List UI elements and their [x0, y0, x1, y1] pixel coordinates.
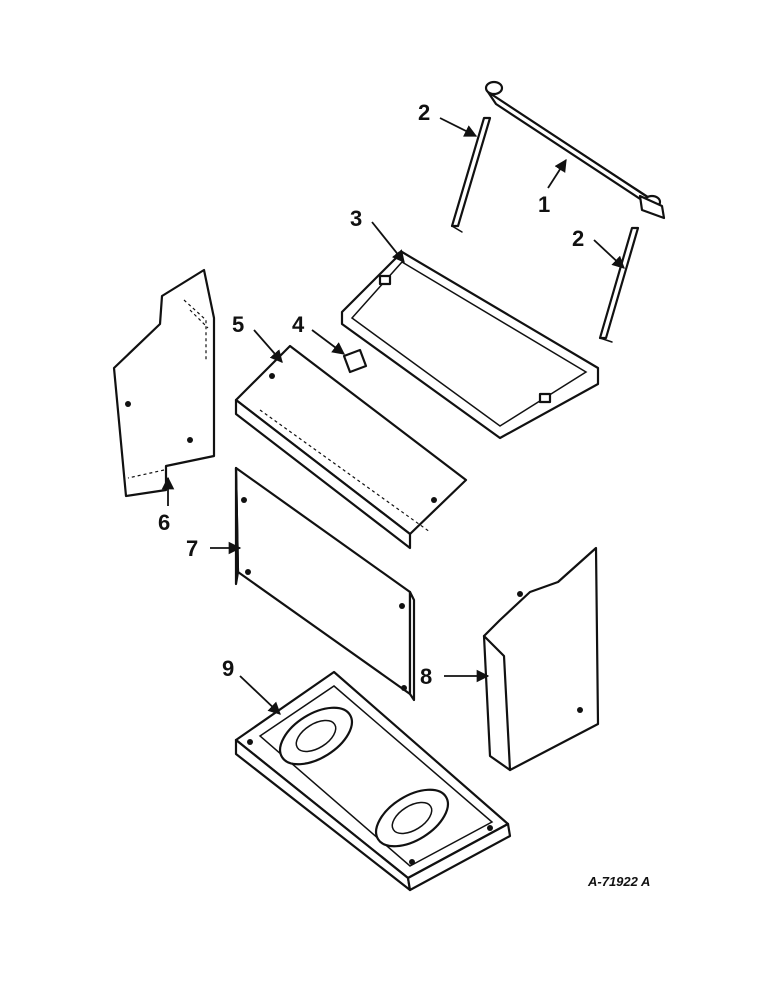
callout-3: 3	[350, 206, 362, 231]
callout-9: 9	[222, 656, 234, 681]
part-8-right-side-panel	[482, 546, 600, 772]
part-7-front-panel	[234, 466, 416, 702]
part-5-top-cover	[234, 344, 468, 550]
callout-2-upper: 2	[418, 100, 430, 125]
part-4-clip	[342, 348, 368, 374]
callout-7: 7	[186, 536, 198, 561]
part-9-battery-tray	[234, 670, 512, 892]
drawing-reference: A-71922 A	[587, 874, 650, 889]
part-2-hold-down-rod-upper	[450, 116, 492, 233]
callout-5: 5	[232, 312, 244, 337]
part-1-hold-down-bar	[484, 80, 666, 220]
callout-2-lower: 2	[572, 226, 584, 251]
callout-8: 8	[420, 664, 432, 689]
callout-1: 1	[538, 192, 550, 217]
part-2-hold-down-rod-lower	[598, 226, 640, 343]
part-6-left-side-panel	[112, 268, 216, 498]
callout-4: 4	[292, 312, 305, 337]
part-3-top-frame	[340, 250, 600, 440]
callout-6: 6	[158, 510, 170, 535]
leader-lines	[161, 117, 625, 715]
